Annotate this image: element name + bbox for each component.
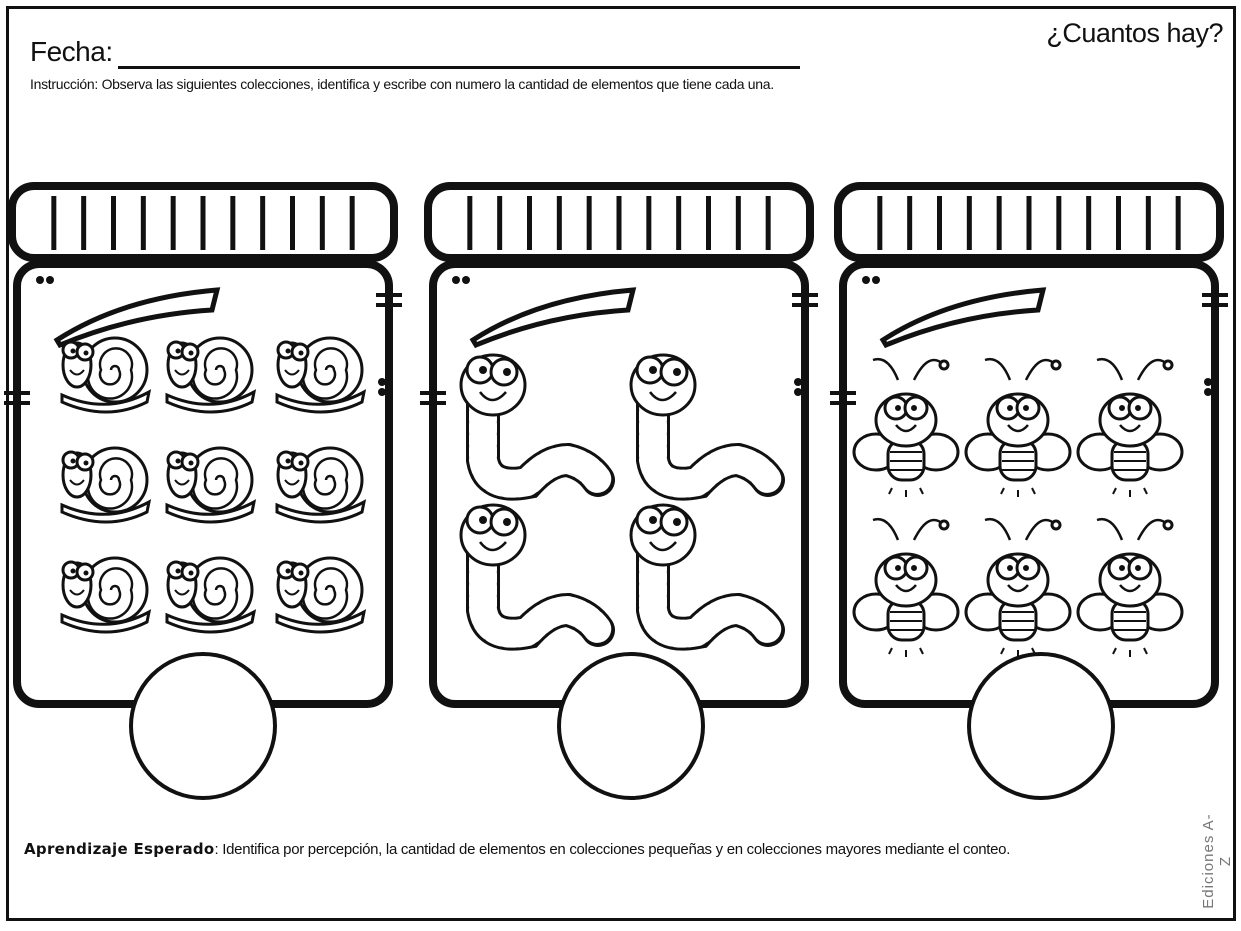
dot-icon	[452, 276, 460, 284]
publisher-credit: Ediciones A-Z	[1200, 813, 1234, 909]
firefly-icon	[964, 357, 1072, 497]
firefly-icon	[1076, 357, 1184, 497]
dot-icon	[794, 378, 802, 386]
snail-icon	[60, 556, 152, 634]
snail-icon	[165, 446, 257, 524]
dot-icon	[36, 276, 44, 284]
dot-icon	[378, 378, 386, 386]
jar-lid	[424, 182, 814, 262]
jar-1	[4, 182, 402, 800]
equals-mark-icon	[4, 293, 402, 405]
worm-icon	[459, 503, 615, 651]
jar-lid	[8, 182, 398, 262]
jar-label-shape	[53, 287, 221, 349]
firefly-icon	[964, 517, 1072, 657]
date-label: Fecha:	[30, 36, 113, 67]
dot-icon	[1204, 378, 1212, 386]
date-answer-line[interactable]	[118, 66, 800, 69]
dot-icon	[794, 388, 802, 396]
snail-icon	[275, 336, 367, 414]
jar-3	[830, 182, 1228, 800]
dot-icon	[1204, 388, 1212, 396]
instruction-text: Instrucción: Observa las siguientes cole…	[30, 76, 774, 92]
worksheet-border	[6, 6, 1236, 921]
dot-icon	[462, 276, 470, 284]
learning-goal-text: : Identifica por percepción, la cantidad…	[214, 841, 1011, 858]
equals-mark-icon	[830, 293, 1228, 405]
jar-label-shape	[469, 287, 637, 349]
snail-icon	[275, 556, 367, 634]
firefly-icon	[852, 357, 960, 497]
dot-icon	[862, 276, 870, 284]
firefly-icon	[852, 517, 960, 657]
learning-goal-label: Aprendizaje Esperado	[24, 840, 215, 858]
snail-icon	[60, 446, 152, 524]
jar-2	[420, 182, 818, 800]
answer-circle[interactable]	[967, 652, 1115, 800]
learning-goal: Aprendizaje Esperado: Identifica por per…	[24, 836, 1174, 863]
snail-icon	[165, 556, 257, 634]
snail-icon	[275, 446, 367, 524]
dot-icon	[378, 388, 386, 396]
snail-icon	[60, 336, 152, 414]
answer-circle[interactable]	[557, 652, 705, 800]
jar-label-shape	[879, 287, 1047, 349]
dot-icon	[46, 276, 54, 284]
dot-icon	[872, 276, 880, 284]
equals-mark-icon	[420, 293, 818, 405]
answer-circle[interactable]	[129, 652, 277, 800]
worm-icon	[629, 503, 785, 651]
firefly-icon	[1076, 517, 1184, 657]
jar-lid	[834, 182, 1224, 262]
worm-icon	[459, 353, 615, 501]
snail-icon	[165, 336, 257, 414]
worksheet-title: ¿Cuantos hay?	[1046, 18, 1223, 48]
worm-icon	[629, 353, 785, 501]
